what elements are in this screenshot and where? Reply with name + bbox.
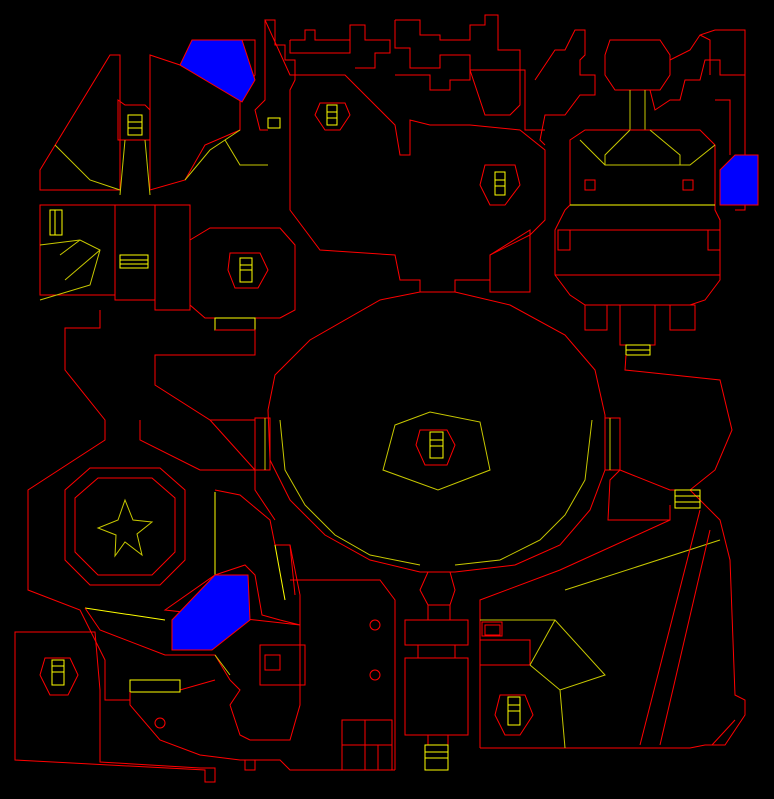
star-room (64, 467, 186, 586)
south-centre (290, 579, 469, 771)
southwest-region (14, 489, 395, 783)
water-sector-northeast (719, 154, 759, 206)
star-symbol (96, 498, 154, 558)
central-hub (254, 291, 651, 606)
water-sector-northwest (179, 39, 256, 103)
central-dais (382, 411, 491, 491)
north-complex (254, 14, 546, 293)
west-corridors (27, 310, 276, 701)
east-region (479, 354, 746, 749)
water-sector-southwest (171, 574, 251, 651)
northeast-complex (534, 29, 746, 346)
west-rooms (39, 204, 296, 331)
